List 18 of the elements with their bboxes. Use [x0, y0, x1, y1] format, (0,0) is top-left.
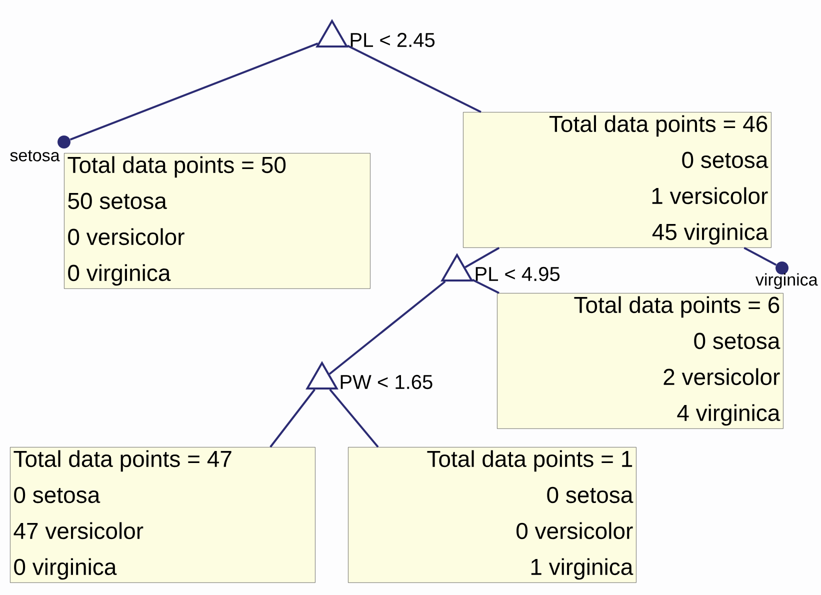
- split-label: PL < 4.95: [476, 266, 560, 282]
- split-label: PW < 1.65: [340, 374, 432, 390]
- leaf-label: virginica: [756, 273, 818, 290]
- branch-line: [472, 278, 500, 294]
- branch-line: [329, 388, 379, 448]
- tooltip-box: Total data points = 50 50 setosa 0 versicolor 0 virginica: [64, 153, 370, 289]
- tooltip-box: Total data points = 1 0 setosa 0 versicolor 1 virginica: [348, 447, 636, 583]
- branch-line: [328, 280, 446, 375]
- tooltip-box: Total data points = 46 0 setosa 1 versicolor 45 virginica: [463, 112, 772, 248]
- tooltip-box: Total data points = 6 0 setosa 2 versicolor 4 virginica: [497, 293, 784, 429]
- tooltip-box: Total data points = 47 0 setosa 47 versicolor 0 virginica: [10, 447, 316, 583]
- branch-line: [270, 388, 316, 448]
- leaf-label: setosa: [10, 150, 60, 162]
- branch-line: [70, 42, 318, 141]
- split-label: PL < 2.45: [350, 32, 435, 48]
- branch-line: [464, 246, 500, 268]
- branch-line: [744, 246, 777, 266]
- branch-line: [346, 44, 482, 113]
